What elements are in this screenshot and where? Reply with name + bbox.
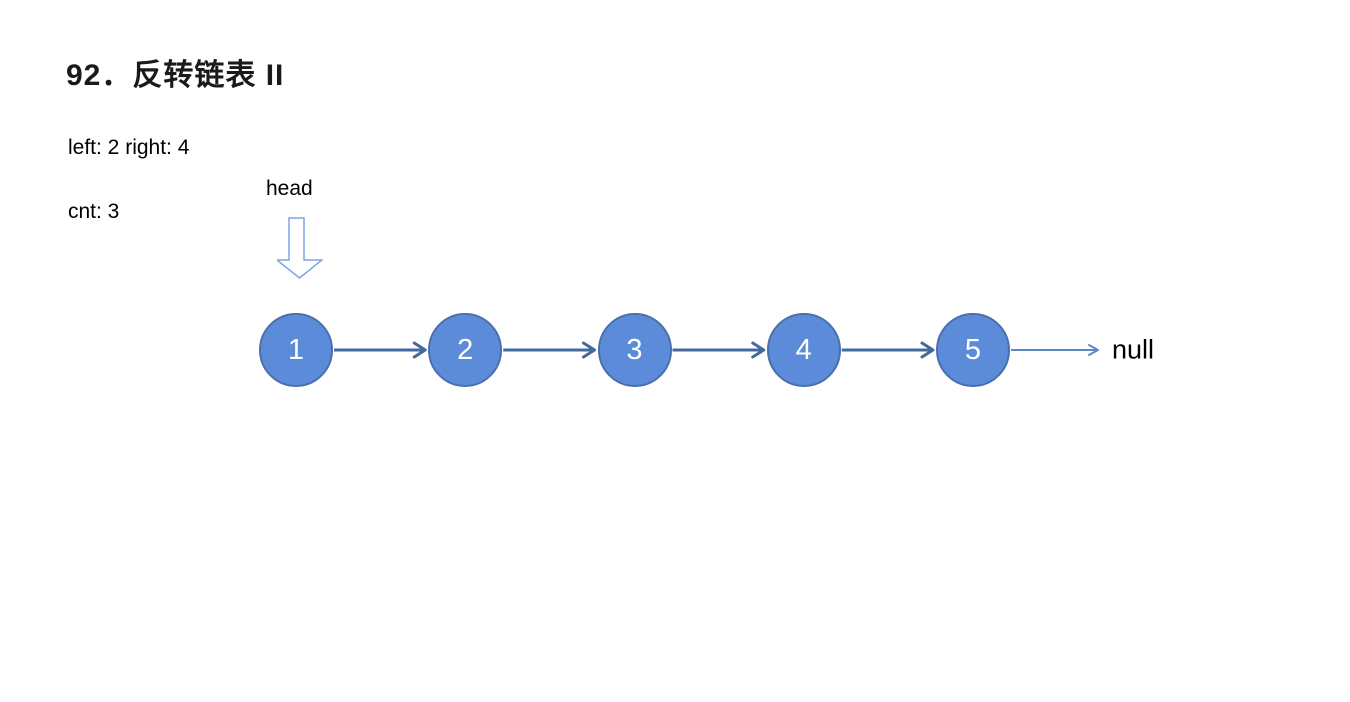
next-pointer-arrow-head [920, 341, 935, 359]
null-pointer-arrow-head [1088, 344, 1099, 356]
params-text: left: 2 right: 4 [68, 136, 190, 159]
next-pointer-arrow-head [751, 341, 766, 359]
next-pointer-arrow-head [412, 341, 427, 359]
list-node-3: 3 [597, 313, 672, 387]
next-pointer-arrow-head [582, 341, 596, 359]
list-node-5: 5 [936, 313, 1010, 387]
cnt-text: cnt: 3 [68, 200, 120, 223]
list-node-1: 1 [259, 313, 333, 387]
null-label: null [1112, 334, 1155, 365]
head-pointer-down-arrow-icon [277, 217, 323, 279]
list-node-4: 4 [766, 313, 841, 387]
head-pointer-label: head [266, 177, 313, 200]
page-title: 92．反转链表 II [66, 59, 285, 92]
list-node-2: 2 [428, 313, 503, 387]
